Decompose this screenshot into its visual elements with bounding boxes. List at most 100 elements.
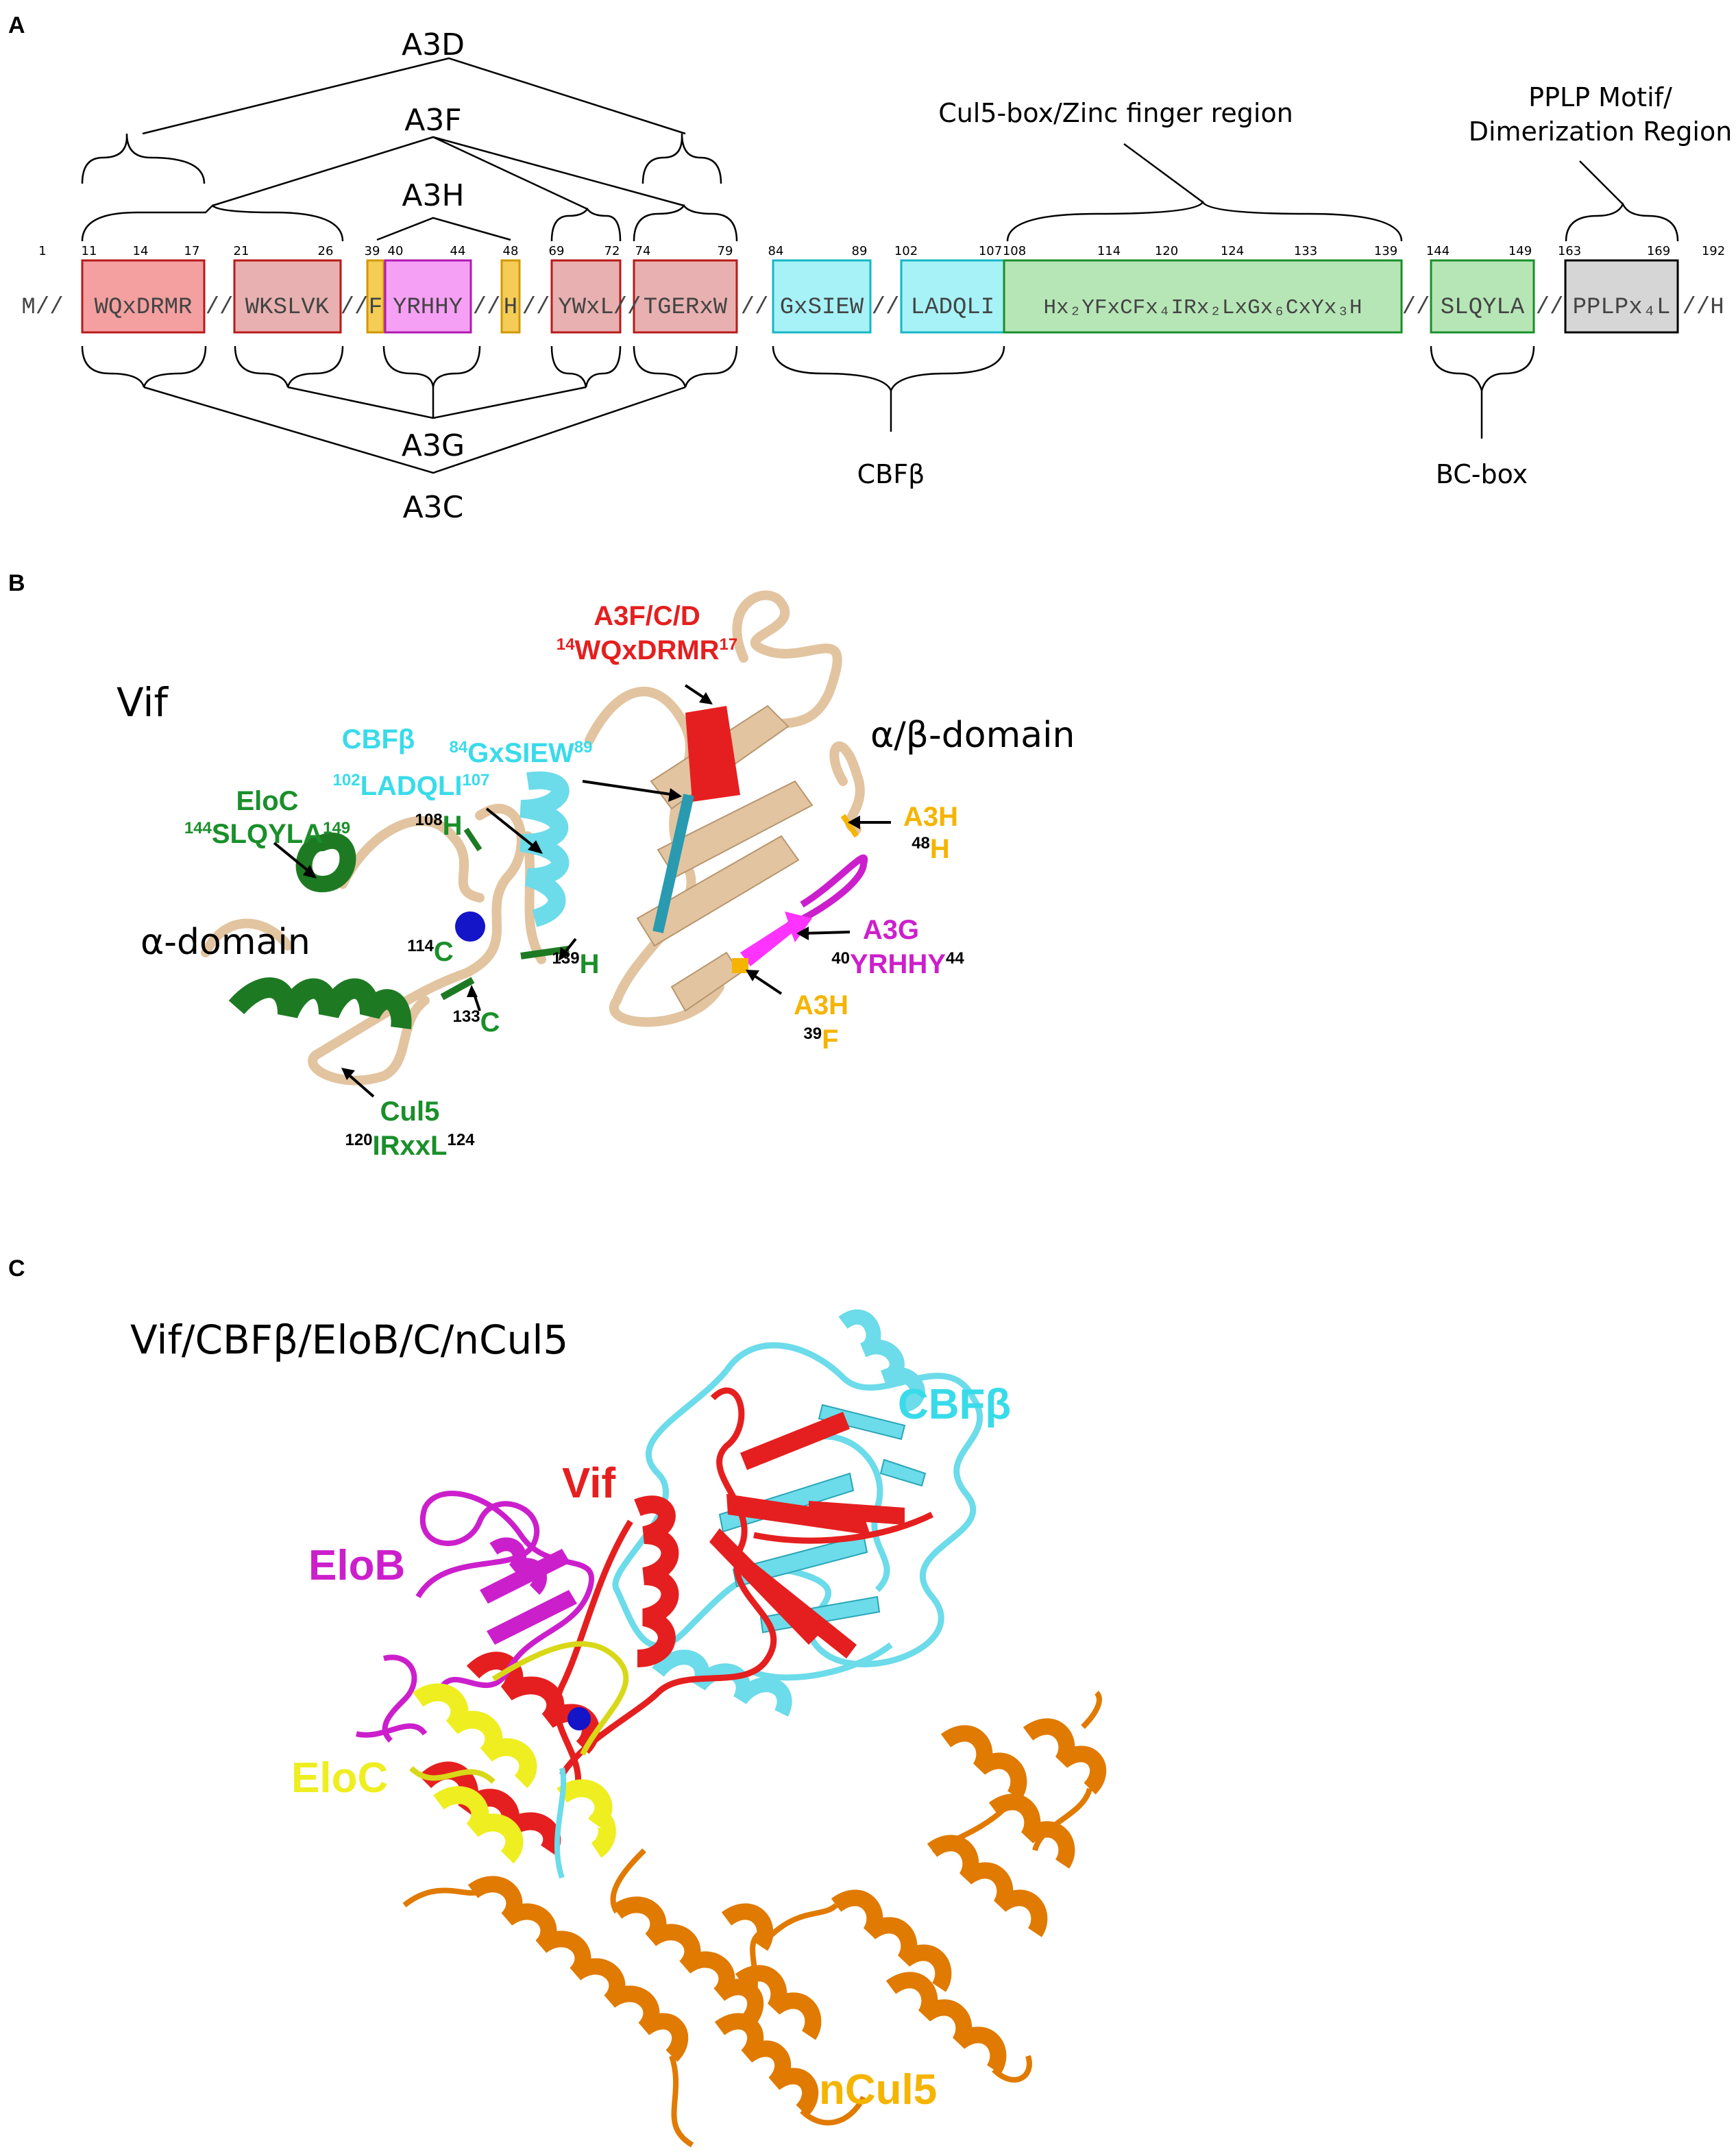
bracket-a3f-b — [550, 207, 622, 242]
pos-48: 48 — [503, 244, 519, 258]
label-39f: 39F — [803, 1025, 838, 1055]
vif-strands — [709, 1412, 905, 1658]
segment-gxsiew — [652, 794, 694, 933]
pos-149: 149 — [1508, 244, 1532, 258]
seq-f: F — [369, 295, 382, 321]
eloc-structure — [413, 1683, 616, 1864]
ncul5-helix-10 — [1023, 1718, 1107, 1795]
f39-pre: 39 — [803, 1025, 822, 1043]
label-a3h: A3H — [402, 178, 464, 213]
pos-120: 120 — [1155, 244, 1178, 258]
label-a3fcd: A3F/C/D — [594, 601, 700, 631]
cbfb-tail — [753, 1642, 893, 1681]
bracket-a3g-d — [550, 345, 622, 388]
label-bcbox-region: BC-box — [1436, 459, 1528, 489]
vif-strand-1 — [726, 1494, 870, 1535]
ncul5-loop-1 — [402, 1887, 481, 1908]
box-slqyla — [1430, 259, 1535, 334]
segment-wqxdrmr — [685, 706, 740, 802]
yrhhy-pre: 40 — [831, 949, 850, 968]
seq-ywxl: YWxL — [558, 295, 614, 321]
bracket-cbfb — [772, 345, 1005, 393]
pos-26: 26 — [318, 244, 334, 258]
seq-end: //H — [1682, 295, 1724, 321]
bracket-cul5 — [1006, 200, 1403, 242]
ncul5-loop-7 — [1032, 1787, 1092, 1852]
pos-84: 84 — [768, 244, 784, 258]
h139-res: H — [580, 949, 600, 979]
seq-slqyla: SLQYLA — [1441, 295, 1525, 321]
cbfb-helix-2 — [652, 1650, 792, 1717]
ncul5-loop-4 — [744, 1930, 763, 2023]
box-ywxl — [550, 259, 622, 334]
arrowhead-a3fcd — [699, 692, 713, 705]
h48-res: H — [930, 834, 950, 864]
slqyla-pre: 144 — [184, 819, 212, 837]
c114-pre: 114 — [407, 937, 434, 955]
vif-strand-4 — [747, 1563, 857, 1658]
pos-114: 114 — [1097, 244, 1121, 258]
pos-72: 72 — [604, 244, 620, 258]
pos-144: 144 — [1426, 244, 1450, 258]
pos-107: 107 — [979, 244, 1002, 258]
gxsiew-seq: GxSIEW — [467, 738, 574, 768]
bracket-a3f-lines — [212, 136, 685, 210]
panel-a-letter: A — [8, 12, 25, 38]
zinc-sphere-c — [567, 1707, 591, 1730]
vif-strand-5 — [809, 1501, 905, 1525]
slqyla-post: 149 — [323, 819, 350, 837]
alphabeta-domain-label: α/β-domain — [870, 715, 1075, 756]
complex-title: Vif/CBFβ/EloB/C/nCul5 — [130, 1316, 568, 1363]
cbfb-helices — [652, 1309, 925, 1717]
arrowhead-a3h-top — [848, 816, 860, 829]
bracket-a3g-b — [234, 345, 344, 388]
label-cbfb-b: CBFβ — [342, 724, 415, 755]
vif-complex-structure — [553, 1387, 934, 1797]
arrowhead-a3g — [796, 927, 809, 940]
position-numbers: 1 11 14 17 21 26 39 40 44 48 69 72 74 79… — [38, 244, 1725, 258]
label-yrhhy-motif: 40YRHHY44 — [831, 949, 964, 979]
segment-a3g-loop — [787, 855, 868, 929]
eloc-loop-2 — [409, 1766, 496, 1784]
vif-loop-right — [753, 1511, 934, 1544]
eloc-loop-1 — [491, 1641, 629, 1756]
ncul5-helix-1 — [467, 1876, 689, 2062]
h108-res: H — [443, 811, 463, 841]
a3fcd-pre: 14 — [557, 635, 575, 654]
label-108h: 108H — [415, 811, 463, 841]
arrow-gxsiew — [582, 780, 676, 796]
pos-69: 69 — [549, 244, 565, 258]
arrowhead-cul5 — [341, 1068, 355, 1080]
eloc-helix-2 — [433, 1786, 524, 1864]
bracket-a3g-c — [382, 345, 481, 388]
eloc-loops — [409, 1641, 629, 1784]
seq-sep-8: // — [1402, 295, 1430, 321]
elob-tail-1 — [382, 1654, 417, 1743]
yrhhy-post: 44 — [946, 949, 964, 968]
seq-gxsiew: GxSIEW — [780, 295, 864, 321]
vif-helix-main — [634, 1495, 679, 1667]
yrhhy-seq: YRHHY — [850, 949, 946, 979]
bracket-a3g-a — [81, 345, 207, 388]
bracket-a3f-c — [633, 204, 738, 242]
ncul5-loop-10 — [931, 1794, 1017, 1853]
c114-res: C — [434, 937, 454, 967]
ncul5-loop-2 — [669, 2055, 694, 2148]
label-eloc-b: EloC — [236, 786, 298, 816]
label-139h: 139H — [552, 949, 600, 979]
label-a3c: A3C — [403, 490, 464, 525]
sequence-boxes — [81, 259, 1679, 334]
pos-79: 79 — [718, 244, 733, 258]
seq-sep-2: // — [341, 295, 369, 321]
irxxl-pre: 120 — [345, 1131, 372, 1149]
ncul5-helix-3 — [714, 2013, 819, 2117]
seq-sep-3: // — [473, 295, 501, 321]
box-pplp — [1564, 259, 1679, 334]
label-elob-c: EloB — [308, 1542, 405, 1589]
label-pplp-line1: PPLP Motif/ — [1528, 82, 1672, 112]
segment-133c — [440, 977, 475, 1001]
segment-yrhhy-arrow — [740, 911, 812, 966]
label-a3g: A3G — [402, 428, 465, 463]
ribbon-mid — [523, 831, 546, 964]
